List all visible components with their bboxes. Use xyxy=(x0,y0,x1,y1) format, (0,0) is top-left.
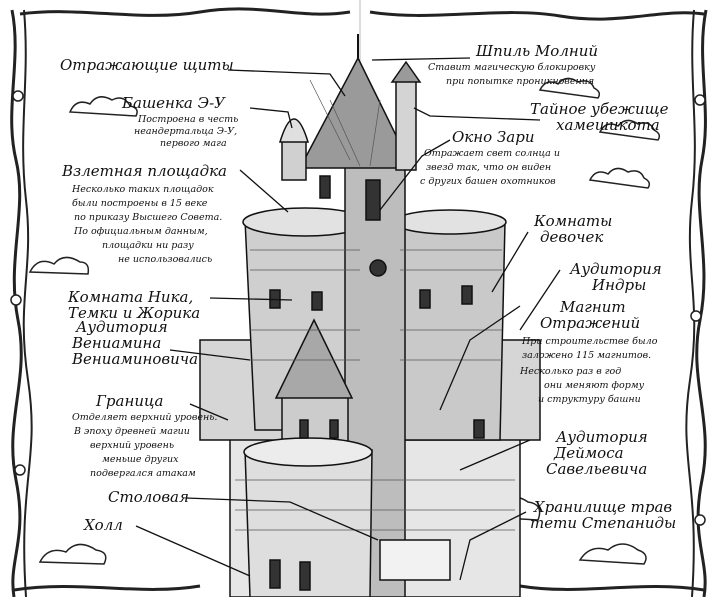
label-border-desc-3: верхний уровень xyxy=(90,440,174,451)
label-boys-room-1: Комната Ника, xyxy=(68,288,194,306)
label-pad-desc-5: площадки ни разу xyxy=(102,240,194,251)
label-magnet-desc-2: заложено 115 магнитов. xyxy=(522,350,652,361)
label-border-desc-2: В эпоху древней магии xyxy=(74,426,190,437)
dome xyxy=(278,118,310,143)
mid-cone-roof xyxy=(274,318,354,399)
label-hideout-1: Тайное убежище xyxy=(530,100,669,118)
label-hideout-2: хамешикота xyxy=(556,116,660,134)
vine-border-top xyxy=(19,7,705,21)
label-herbs-2: тети Степаниды xyxy=(530,514,677,532)
label-hall: Холл xyxy=(84,516,123,534)
label-indra-1: Аудитория xyxy=(570,260,662,278)
label-tower-desc-1: Построена в честь xyxy=(138,114,239,125)
label-dawn-desc-3: с других башен охотников xyxy=(420,176,556,187)
label-shields: Отражающие щиты xyxy=(60,56,234,74)
label-pad-desc-2: были построены в 15 веке xyxy=(72,198,208,209)
label-spire-desc-2: при попытке проникновения xyxy=(446,76,595,87)
label-magnet-1: Магнит xyxy=(560,298,626,316)
label-border: Граница xyxy=(96,392,164,410)
right-tower xyxy=(394,221,506,441)
vine-border-left xyxy=(10,9,33,597)
label-border-desc-5: подвергался атакам xyxy=(90,468,196,479)
label-magnet-2: Отражений xyxy=(540,314,641,332)
windows xyxy=(269,175,485,591)
label-spire: Шпиль Молний xyxy=(476,42,599,60)
castle xyxy=(199,34,541,597)
label-deimos-3: Савельевича xyxy=(546,460,648,478)
vine-border-bottom xyxy=(13,584,705,592)
leader-lines xyxy=(135,57,561,581)
label-dining: Столовая xyxy=(108,488,189,506)
label-girls-rooms-2: девочек xyxy=(540,228,604,246)
label-spire-desc-1: Ставит магическую блокировку xyxy=(428,62,596,73)
label-border-desc-1: Отделяет верхний уровень. xyxy=(72,412,218,423)
label-pad-desc-3: по приказу Высшего Совета. xyxy=(74,212,223,223)
label-magnet-desc-1: При строительстве было xyxy=(522,336,658,347)
vine-flowers xyxy=(10,90,706,526)
right-tower-top xyxy=(393,209,507,235)
label-tower-eu: Башенка Э-У xyxy=(122,94,225,112)
label-pad-desc-4: По официальным данным, xyxy=(74,226,208,237)
dining-tower-top xyxy=(243,437,373,467)
label-deimos-1: Аудитория xyxy=(556,428,648,446)
label-herbs-1: Хранилище трав xyxy=(534,498,673,516)
central-spire xyxy=(298,56,414,169)
label-indra-2: Индры xyxy=(592,276,647,294)
brick-hatching xyxy=(235,79,515,531)
dome-tower xyxy=(281,139,307,181)
label-deimos-2: Деймоса xyxy=(554,444,624,462)
label-magnet-desc-5: и структуру башни xyxy=(538,394,641,405)
label-veniamin-3: Вениаминовича xyxy=(72,350,199,368)
label-veniamin-1: Аудитория xyxy=(76,318,168,336)
label-pad-desc-6: не использовались xyxy=(118,254,213,265)
label-girls-rooms-1: Комнаты xyxy=(534,212,613,230)
label-dawn-desc-2: звезд так, что он виден xyxy=(426,162,552,173)
label-magnet-desc-3: Несколько раз в год xyxy=(520,366,622,377)
label-dawn-window: Окно Зари xyxy=(452,128,535,146)
label-pad-desc-1: Несколько таких площадок xyxy=(72,184,214,195)
hideout-tower xyxy=(395,79,417,171)
label-dawn-desc-1: Отражает свет солнца и xyxy=(424,148,560,159)
label-boys-room-2: Темки и Жорика xyxy=(68,304,201,322)
label-tower-desc-2: неандертальца Э-У, xyxy=(134,126,238,137)
label-landing-pad: Взлетная площадка xyxy=(62,162,227,180)
label-border-desc-4: меньше других xyxy=(102,454,179,465)
hideout-roof xyxy=(390,60,422,83)
label-magnet-desc-4: они меняют форму xyxy=(544,380,645,391)
label-tower-desc-3: первого мага xyxy=(160,138,227,149)
label-veniamin-2: Вениамина xyxy=(72,334,162,352)
